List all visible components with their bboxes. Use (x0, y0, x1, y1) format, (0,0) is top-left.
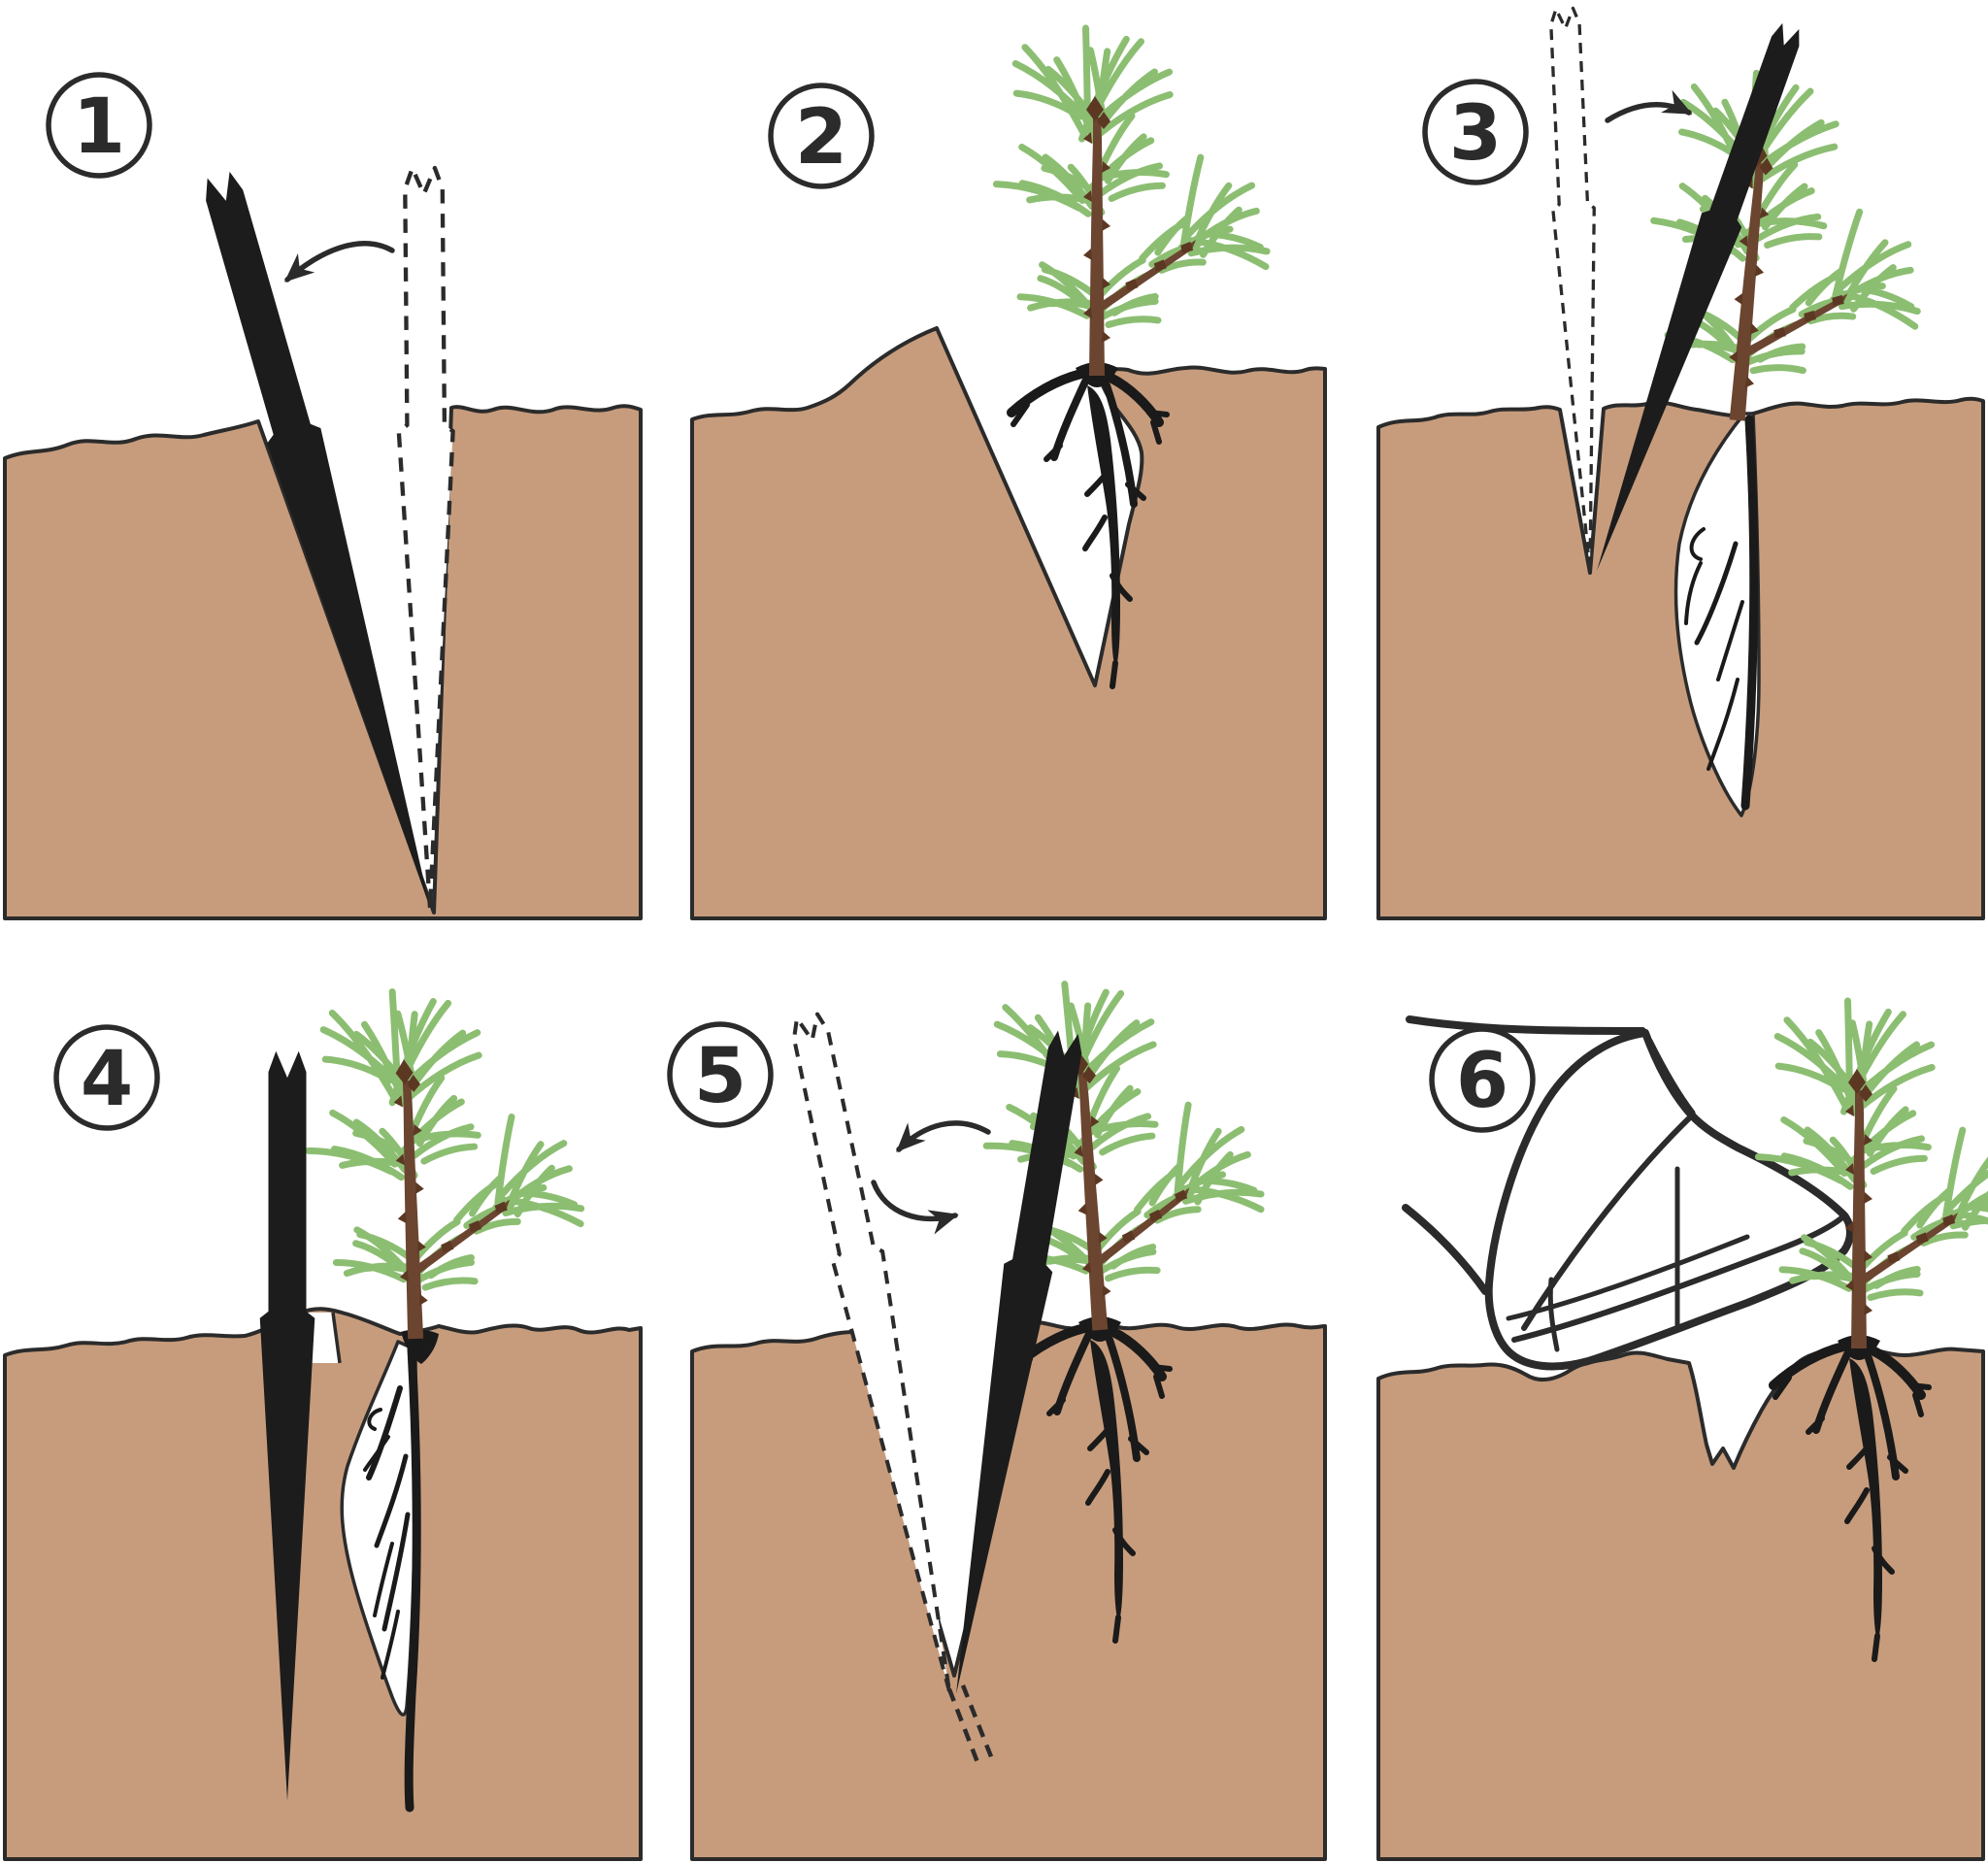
soil-cross-section (3, 1307, 643, 1861)
step-number: 2 (795, 94, 847, 182)
panel-step-3: 3 (1376, 6, 1985, 920)
bar-tip-ghost-dashes (946, 1688, 981, 1766)
seedling (996, 28, 1267, 376)
step-number: 3 (1449, 90, 1502, 178)
slit-edge (331, 1312, 342, 1364)
step-3-badge: 3 (1422, 79, 1529, 185)
soil-cross-section (690, 326, 1327, 920)
wiggle-arrow-right-icon (871, 1180, 959, 1235)
soil-cross-section (1376, 1344, 1985, 1861)
seedling (303, 985, 585, 1343)
pull-back-arrow-icon (283, 241, 395, 283)
panel-step-6: 6 (1376, 1001, 1988, 1861)
step-6-badge: 6 (1429, 1026, 1536, 1133)
seedling (1637, 65, 1937, 435)
step-number: 4 (81, 1036, 133, 1123)
panel-step-5: 5 (667, 972, 1327, 1861)
root-plug (1684, 415, 1759, 811)
panel-step-1: 1 (3, 72, 643, 920)
push-forward-arrow-icon (1605, 89, 1693, 123)
step-number: 1 (73, 83, 125, 171)
step-number: 6 (1456, 1038, 1508, 1125)
soil-cross-section (3, 404, 643, 920)
panel-step-2: 2 (690, 28, 1327, 920)
step-4-badge: 4 (53, 1024, 160, 1131)
bar-tip-ghost-dashes (960, 1684, 995, 1760)
root-plug (363, 1345, 421, 1813)
step-number: 5 (694, 1033, 746, 1120)
step-2-badge: 2 (768, 83, 875, 189)
closed-hole-pocket (1673, 412, 1761, 817)
boot-icon (1402, 1015, 1854, 1371)
step-1-badge: 1 (46, 72, 152, 179)
panel-step-4: 4 (3, 985, 643, 1861)
step-5-badge: 5 (667, 1021, 774, 1128)
wiggle-arrow-left-icon (896, 1120, 991, 1152)
seedling (1758, 1001, 1988, 1348)
